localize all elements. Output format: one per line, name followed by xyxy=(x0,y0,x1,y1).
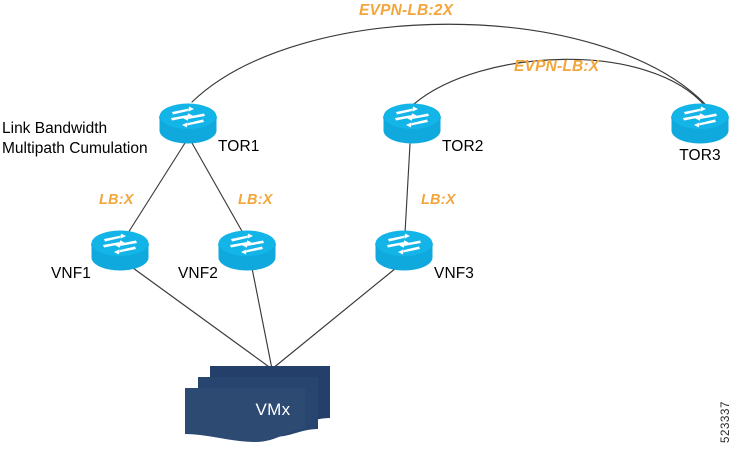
link-label-lb-x-tor1-vnf1: LB:X xyxy=(99,192,134,208)
edge-tor2-vnf3 xyxy=(404,143,411,234)
vm-card-front xyxy=(185,388,305,442)
edge-tor1-vnf2 xyxy=(191,142,244,234)
annotation-link-bandwidth: Link Bandwidth Multipath Cumulation xyxy=(2,119,180,159)
edge-tor1-vnf1 xyxy=(127,142,186,234)
node-label-tor1: TOR1 xyxy=(218,138,260,155)
edge-tor2-tor3-arc xyxy=(413,58,707,108)
vm-label: VMx xyxy=(255,400,291,419)
edge-vnf3-vmx xyxy=(271,267,397,370)
edge-tor1-tor3-arc xyxy=(191,23,706,105)
node-label-tor2: TOR2 xyxy=(442,138,484,155)
router-icon-tor2 xyxy=(383,103,441,144)
router-icon-vnf2 xyxy=(218,230,276,271)
edge-vnf1-vmx xyxy=(132,267,273,370)
node-label-vnf1: VNF1 xyxy=(50,265,91,282)
router-icon-tor3 xyxy=(671,103,729,144)
annotation-line-1: Link Bandwidth xyxy=(2,120,108,137)
link-label-lb-x-tor2-vnf3: LB:X xyxy=(421,192,456,208)
link-label-evpn-lb-2x: EVPN-LB:2X xyxy=(359,2,454,19)
vm-stack[interactable]: VMx xyxy=(185,366,330,442)
link-label-evpn-lb-x: EVPN-LB:X xyxy=(514,58,600,75)
link-label-lb-x-tor1-vnf2: LB:X xyxy=(238,192,273,208)
node-label-vnf3: VNF3 xyxy=(434,265,475,282)
node-label-vnf2: VNF2 xyxy=(177,265,218,282)
router-icons-layer xyxy=(91,103,729,271)
annotation-line-2: Multipath Cumulation xyxy=(2,140,148,157)
document-number: 523337 xyxy=(720,401,732,443)
router-icon-vnf1 xyxy=(91,230,149,271)
edge-vnf2-vmx xyxy=(251,267,273,370)
node-label-tor3: TOR3 xyxy=(679,147,721,164)
router-icon-vnf3 xyxy=(375,230,433,271)
